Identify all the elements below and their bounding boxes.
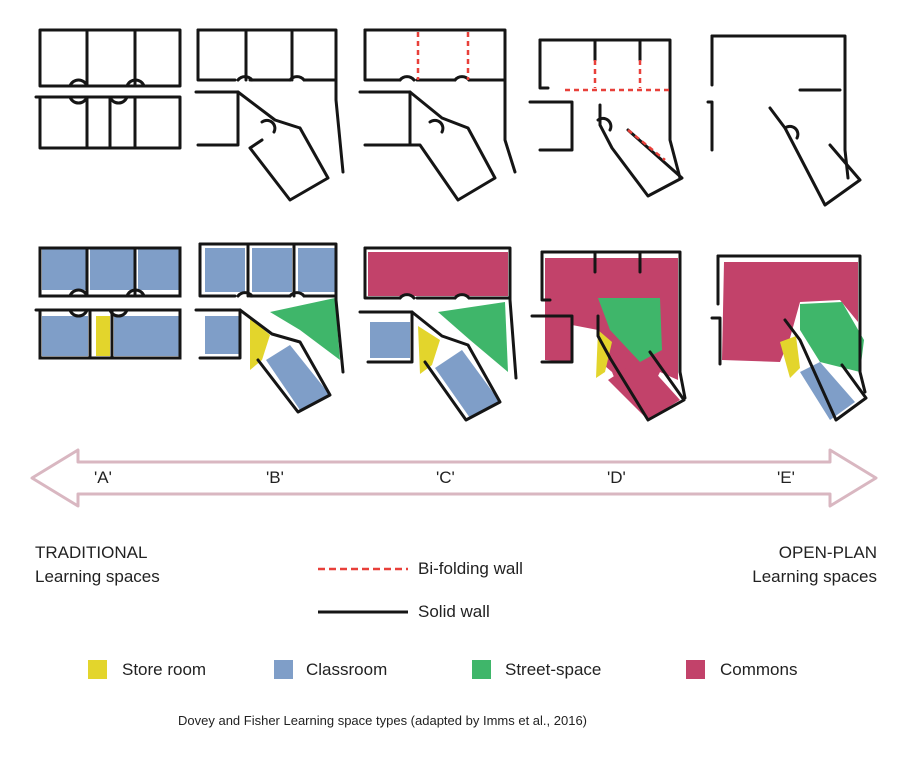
store-room-legend-label: Store room [122,660,207,679]
plan-b-colored [194,242,345,414]
plan-e-outline [706,34,862,207]
plan-d-colored [530,250,687,422]
plan-b-outline [194,28,345,202]
plan-d-outline [528,38,684,198]
spectrum-label-d: 'D' [607,468,626,487]
open-plan-heading: OPEN-PLAN [778,543,877,562]
spectrum-double-arrow [30,448,878,508]
spectrum-label-c: 'C' [436,468,455,487]
commons-swatch [686,660,705,679]
solid-wall-legend-label: Solid wall [418,602,490,621]
spectrum-label-b: 'B' [266,468,284,487]
traditional-heading: TRADITIONAL [35,543,148,562]
street-space-swatch [472,660,491,679]
plan-a-colored [34,246,182,360]
plan-c-bifold-walls [416,32,470,80]
classroom-legend-label: Classroom [306,660,388,679]
bifold-wall-legend-label: Bi-folding wall [418,559,523,578]
open-plan-subheading: Learning spaces [752,567,877,586]
figure-caption: Dovey and Fisher Learning space types (a… [178,713,587,728]
plan-a-outline [34,28,182,150]
plan-c-outline [358,28,517,202]
spectrum-label-a: 'A' [94,468,112,487]
plan-d-bifold-walls [565,60,670,161]
traditional-subheading: Learning spaces [35,567,160,586]
store-room-swatch [88,660,107,679]
spectrum-label-e: 'E' [777,468,795,487]
commons-legend-label: Commons [720,660,798,679]
plan-e-colored [710,254,868,422]
classroom-swatch [274,660,293,679]
plan-c-colored [358,246,518,422]
street-space-legend-label: Street-space [505,660,602,679]
